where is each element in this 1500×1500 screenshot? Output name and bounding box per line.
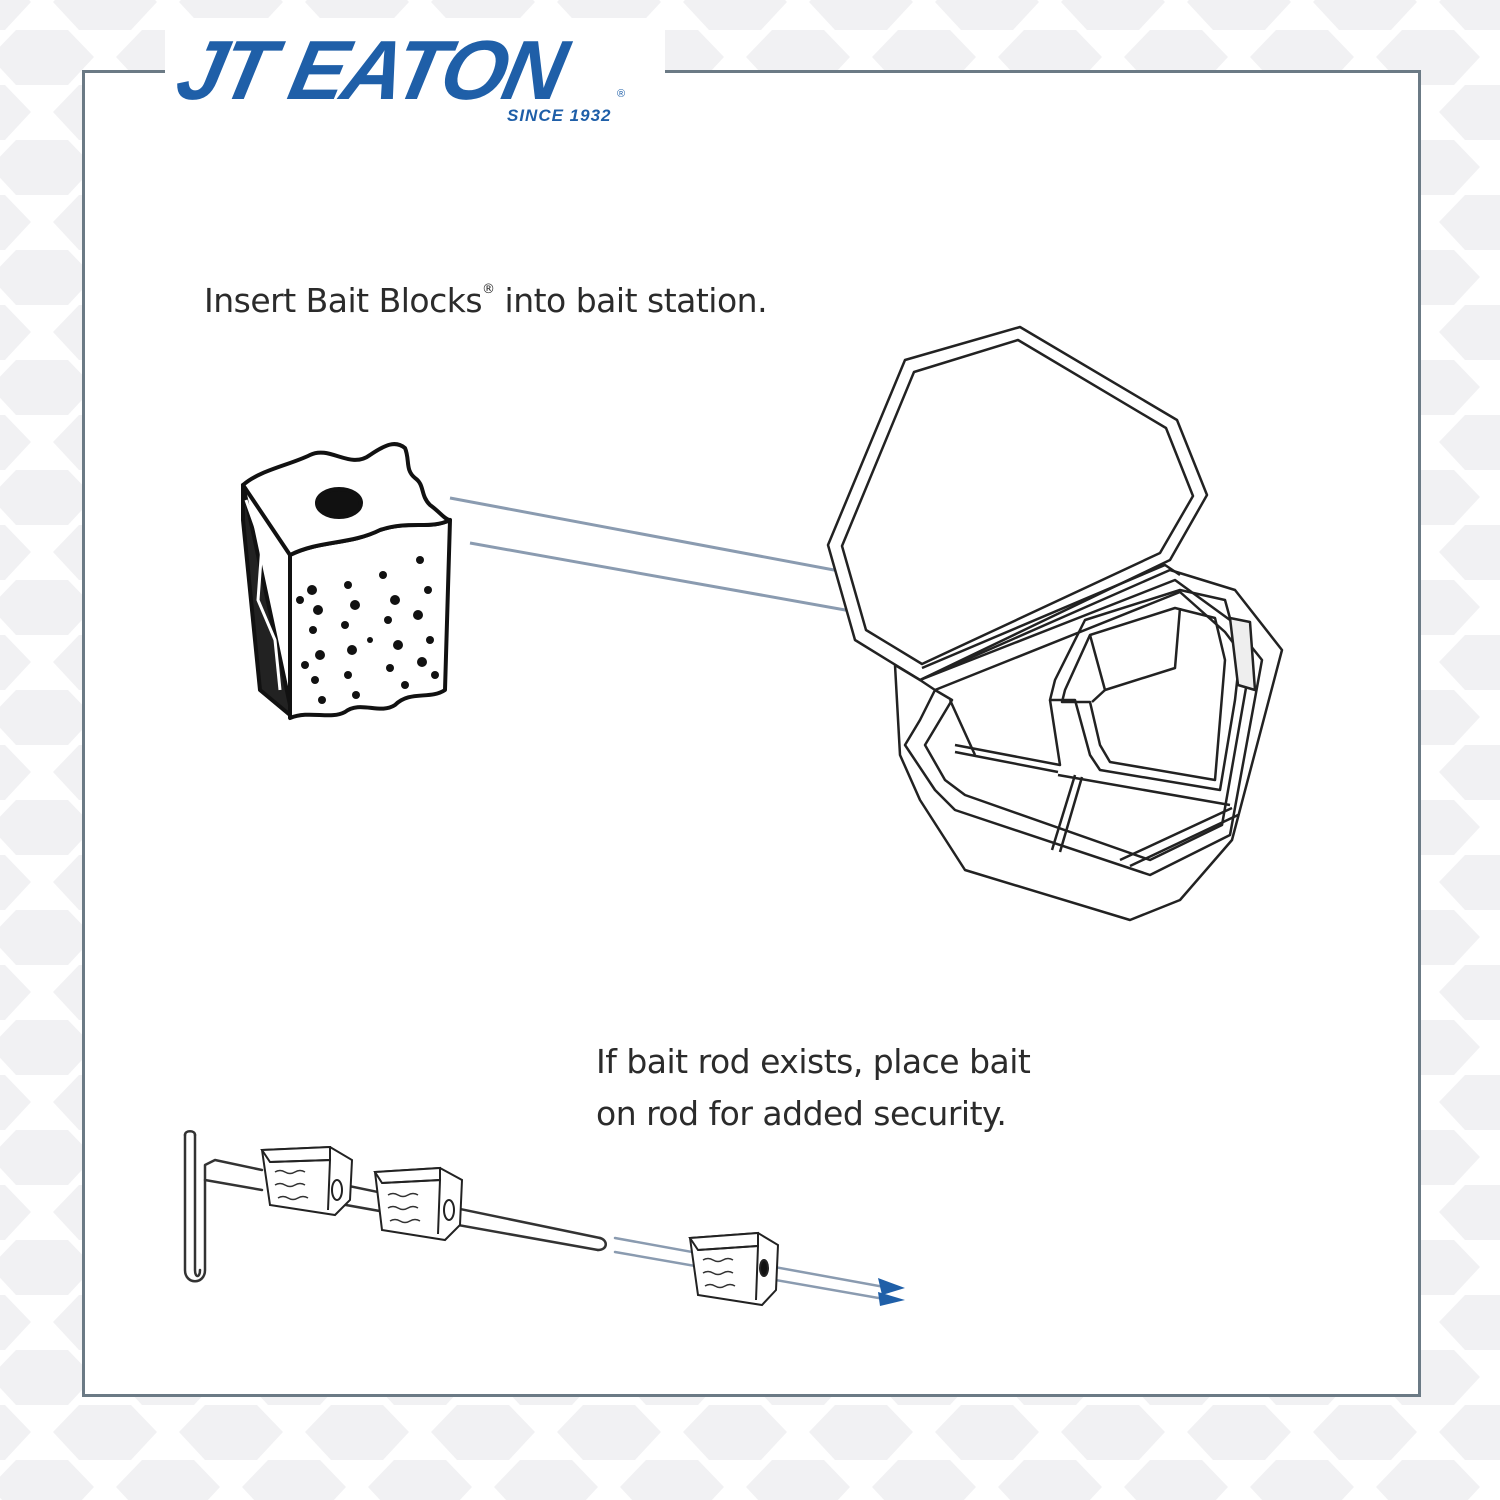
- step-1-caption: Insert Bait Blocks® into bait station.: [204, 276, 768, 326]
- step-1-text: Insert Bait Blocks: [204, 281, 483, 320]
- rod-bait-block: [260, 1145, 354, 1217]
- bait-block-icon: [241, 442, 452, 720]
- rod-bait-block: [373, 1166, 464, 1242]
- step-2-caption: If bait rod exists, place bait on rod fo…: [596, 1036, 1031, 1140]
- registered-mark: ®: [482, 282, 495, 297]
- step-2-line-1: If bait rod exists, place bait: [596, 1042, 1031, 1081]
- brand-tagline: SINCE 1932: [507, 106, 612, 125]
- brand-logo: JT EATON ® SINCE 1932: [165, 18, 665, 130]
- bait-station-icon: [826, 325, 1284, 922]
- step-2-line-2: on rod for added security.: [596, 1094, 1007, 1133]
- block-texture: [274, 1169, 736, 1289]
- rod-bait-block: [688, 1231, 780, 1307]
- registered-mark: ®: [617, 88, 626, 100]
- step-1-text-end: into bait station.: [494, 281, 768, 320]
